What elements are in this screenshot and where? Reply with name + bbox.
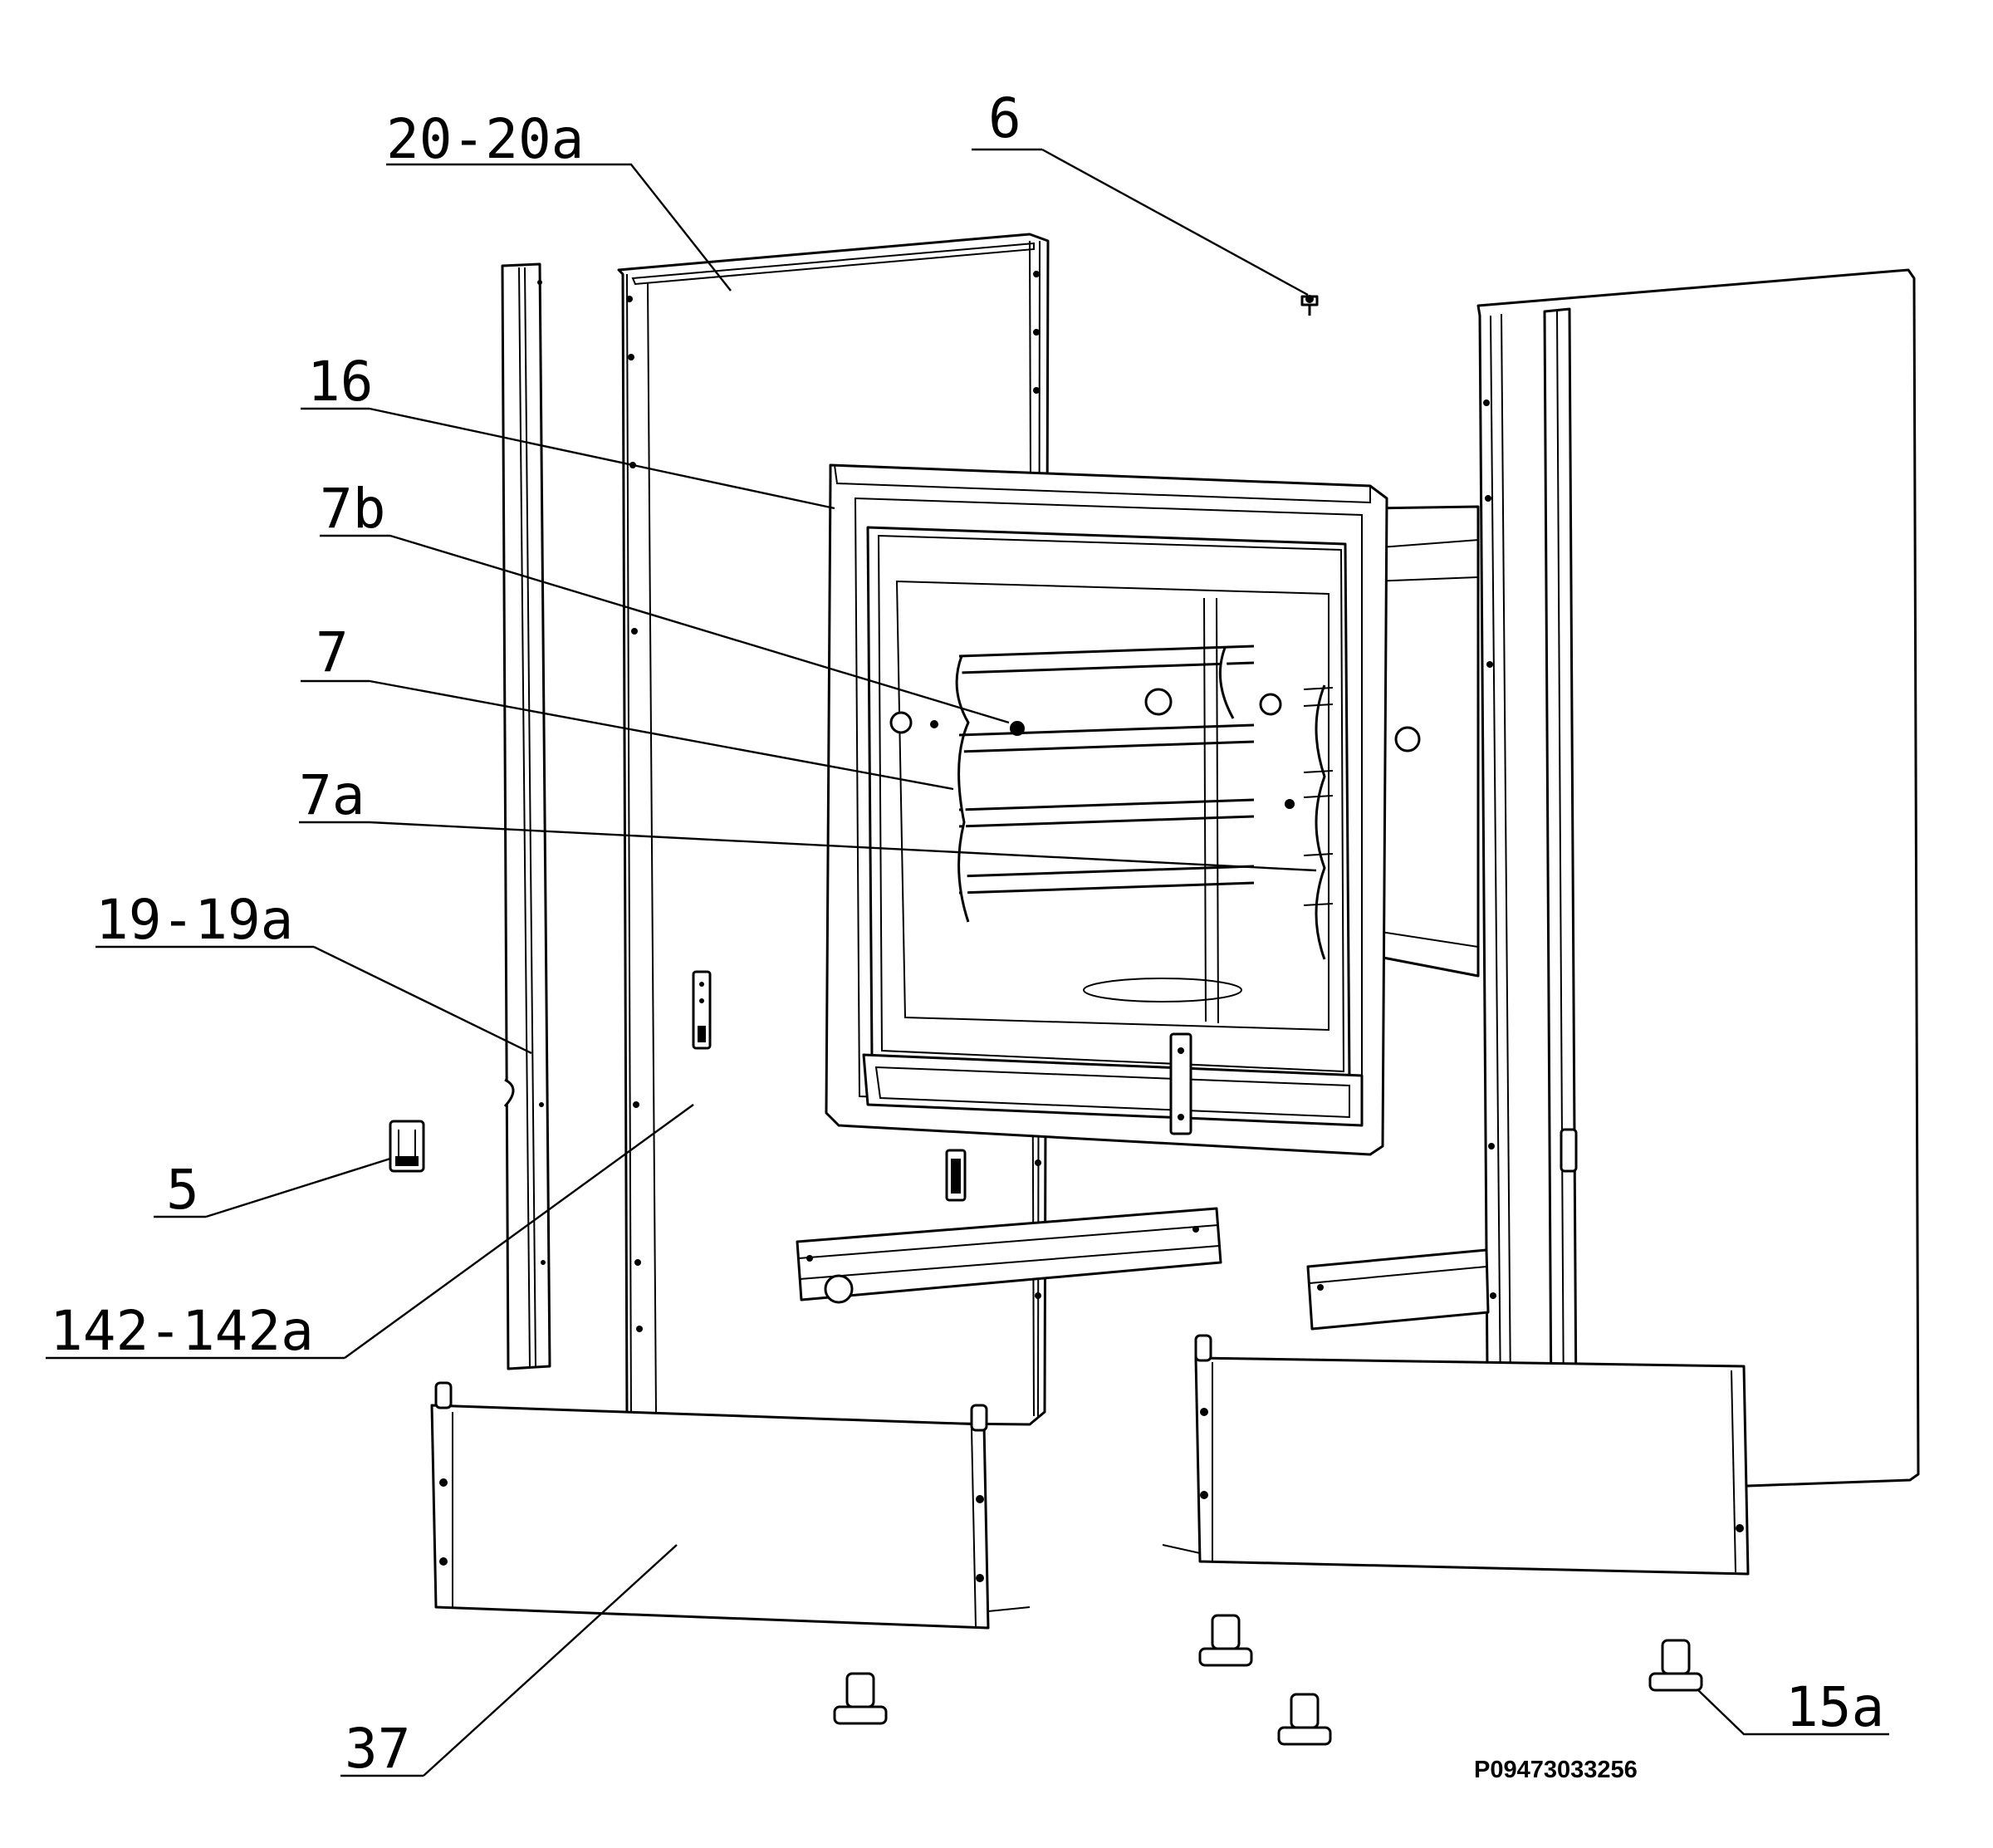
callout-16: 16 xyxy=(301,350,835,510)
foot xyxy=(1198,1614,1253,1667)
callout-6: 6 xyxy=(972,86,1309,297)
reference-code: P09473033256 xyxy=(1474,1757,1638,1783)
svg-text:19-19a: 19-19a xyxy=(95,888,293,952)
callout-19-19a: 19-19a xyxy=(95,888,532,1055)
svg-text:15a: 15a xyxy=(1785,1675,1884,1739)
adjustable-feet xyxy=(833,1614,1703,1746)
svg-text:5: 5 xyxy=(166,1158,199,1222)
callouts: 20-20a 6 16 7b 7 7a xyxy=(46,86,1889,1781)
svg-text:7b: 7b xyxy=(320,477,385,541)
small-latch xyxy=(945,1149,967,1202)
foot xyxy=(1648,1639,1703,1692)
svg-text:6: 6 xyxy=(988,86,1021,150)
callout-7: 7 xyxy=(301,620,954,791)
callout-5: 5 xyxy=(154,1157,391,1222)
hinge-clip-5 xyxy=(389,1120,425,1173)
screw-6 xyxy=(1300,295,1319,316)
svg-text:16: 16 xyxy=(307,350,373,414)
callout-20-20a: 20-20a xyxy=(386,107,732,292)
cross-rail-back xyxy=(1306,1248,1490,1331)
svg-text:37: 37 xyxy=(345,1717,410,1781)
foot xyxy=(1277,1693,1332,1746)
oven-cavity xyxy=(825,463,1480,1156)
svg-text:7: 7 xyxy=(316,620,349,684)
cross-rail-front xyxy=(796,1207,1222,1304)
callout-37: 37 xyxy=(340,1544,678,1781)
svg-text:7a: 7a xyxy=(299,763,365,827)
callout-15a: 15a xyxy=(1697,1675,1889,1739)
rear-plinth xyxy=(1162,1334,1750,1576)
front-plinth xyxy=(430,1381,1031,1630)
svg-text:142-142a: 142-142a xyxy=(50,1299,314,1363)
shelf-runners xyxy=(955,645,1334,960)
callout-142-142a: 142-142a xyxy=(46,1104,694,1363)
callout-7a: 7a xyxy=(299,763,1317,872)
callout-7b: 7b xyxy=(320,477,1010,724)
foot xyxy=(833,1672,888,1725)
right-side-panel xyxy=(1476,268,1920,1497)
svg-text:20-20a: 20-20a xyxy=(386,107,584,171)
hinge-bracket-142 xyxy=(692,970,712,1050)
vertical-rail xyxy=(501,262,551,1370)
